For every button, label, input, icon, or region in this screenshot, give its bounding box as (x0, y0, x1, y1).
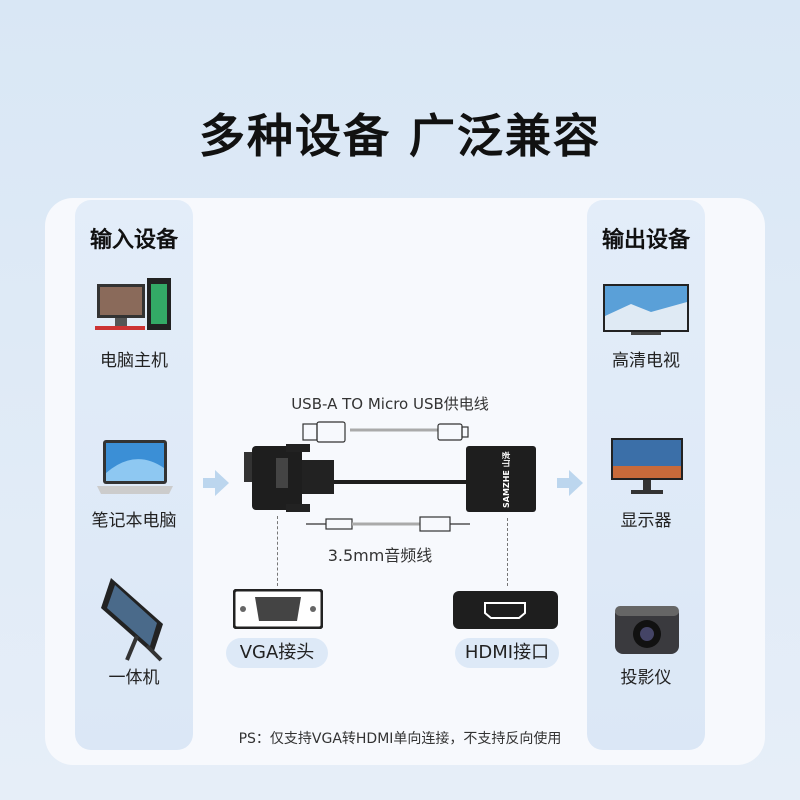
desktop-pc-icon (95, 278, 171, 330)
output-label: 高清电视 (612, 351, 680, 371)
arrow-right-icon (203, 470, 229, 496)
laptop-icon (97, 440, 173, 494)
input-label: 笔记本电脑 (91, 511, 177, 531)
input-heading: 输入设备 (89, 228, 178, 253)
input-devices-panel: 输入设备 电脑主机 笔记本电脑 一体机 (75, 200, 193, 750)
vga-connector (244, 444, 334, 512)
vga-label: VGA接头 (226, 638, 328, 668)
output-devices-panel: 输出设备 高清电视 显示器 投影仪 (587, 200, 705, 750)
usage-note: PS：仅支持VGA转HDMI单向连接，不支持反向使用 (238, 731, 562, 747)
input-label: 电脑主机 (100, 351, 168, 371)
projector-icon (615, 606, 679, 654)
usb-cable-label: USB-A TO Micro USB供电线 (291, 395, 489, 413)
page-title: 多种设备 广泛兼容 (198, 109, 601, 163)
hdmi-label: HDMI接口 (455, 638, 559, 668)
dashed-leader-line (507, 518, 508, 586)
audio-cable-label: 3.5mm音频线 (327, 546, 433, 565)
monitor-icon (611, 438, 683, 494)
usb-cable (302, 421, 469, 443)
adapter-cable-illustration: SAMZHE 山泽 (244, 421, 536, 532)
input-label: 一体机 (108, 668, 160, 688)
dashed-leader-line (277, 516, 278, 586)
hdmi-adapter (466, 446, 536, 512)
output-label: 投影仪 (620, 668, 672, 688)
audio-cable (306, 516, 470, 532)
output-label: 显示器 (620, 511, 672, 531)
hdmi-port-icon (453, 591, 558, 629)
arrow-right-icon (557, 470, 583, 496)
output-heading: 输出设备 (601, 228, 690, 253)
vga-port-icon (233, 589, 323, 629)
all-in-one-pc-icon (101, 578, 163, 662)
svg-text:SAMZHE 山泽: SAMZHE 山泽 (501, 451, 511, 508)
tv-icon (603, 284, 689, 335)
